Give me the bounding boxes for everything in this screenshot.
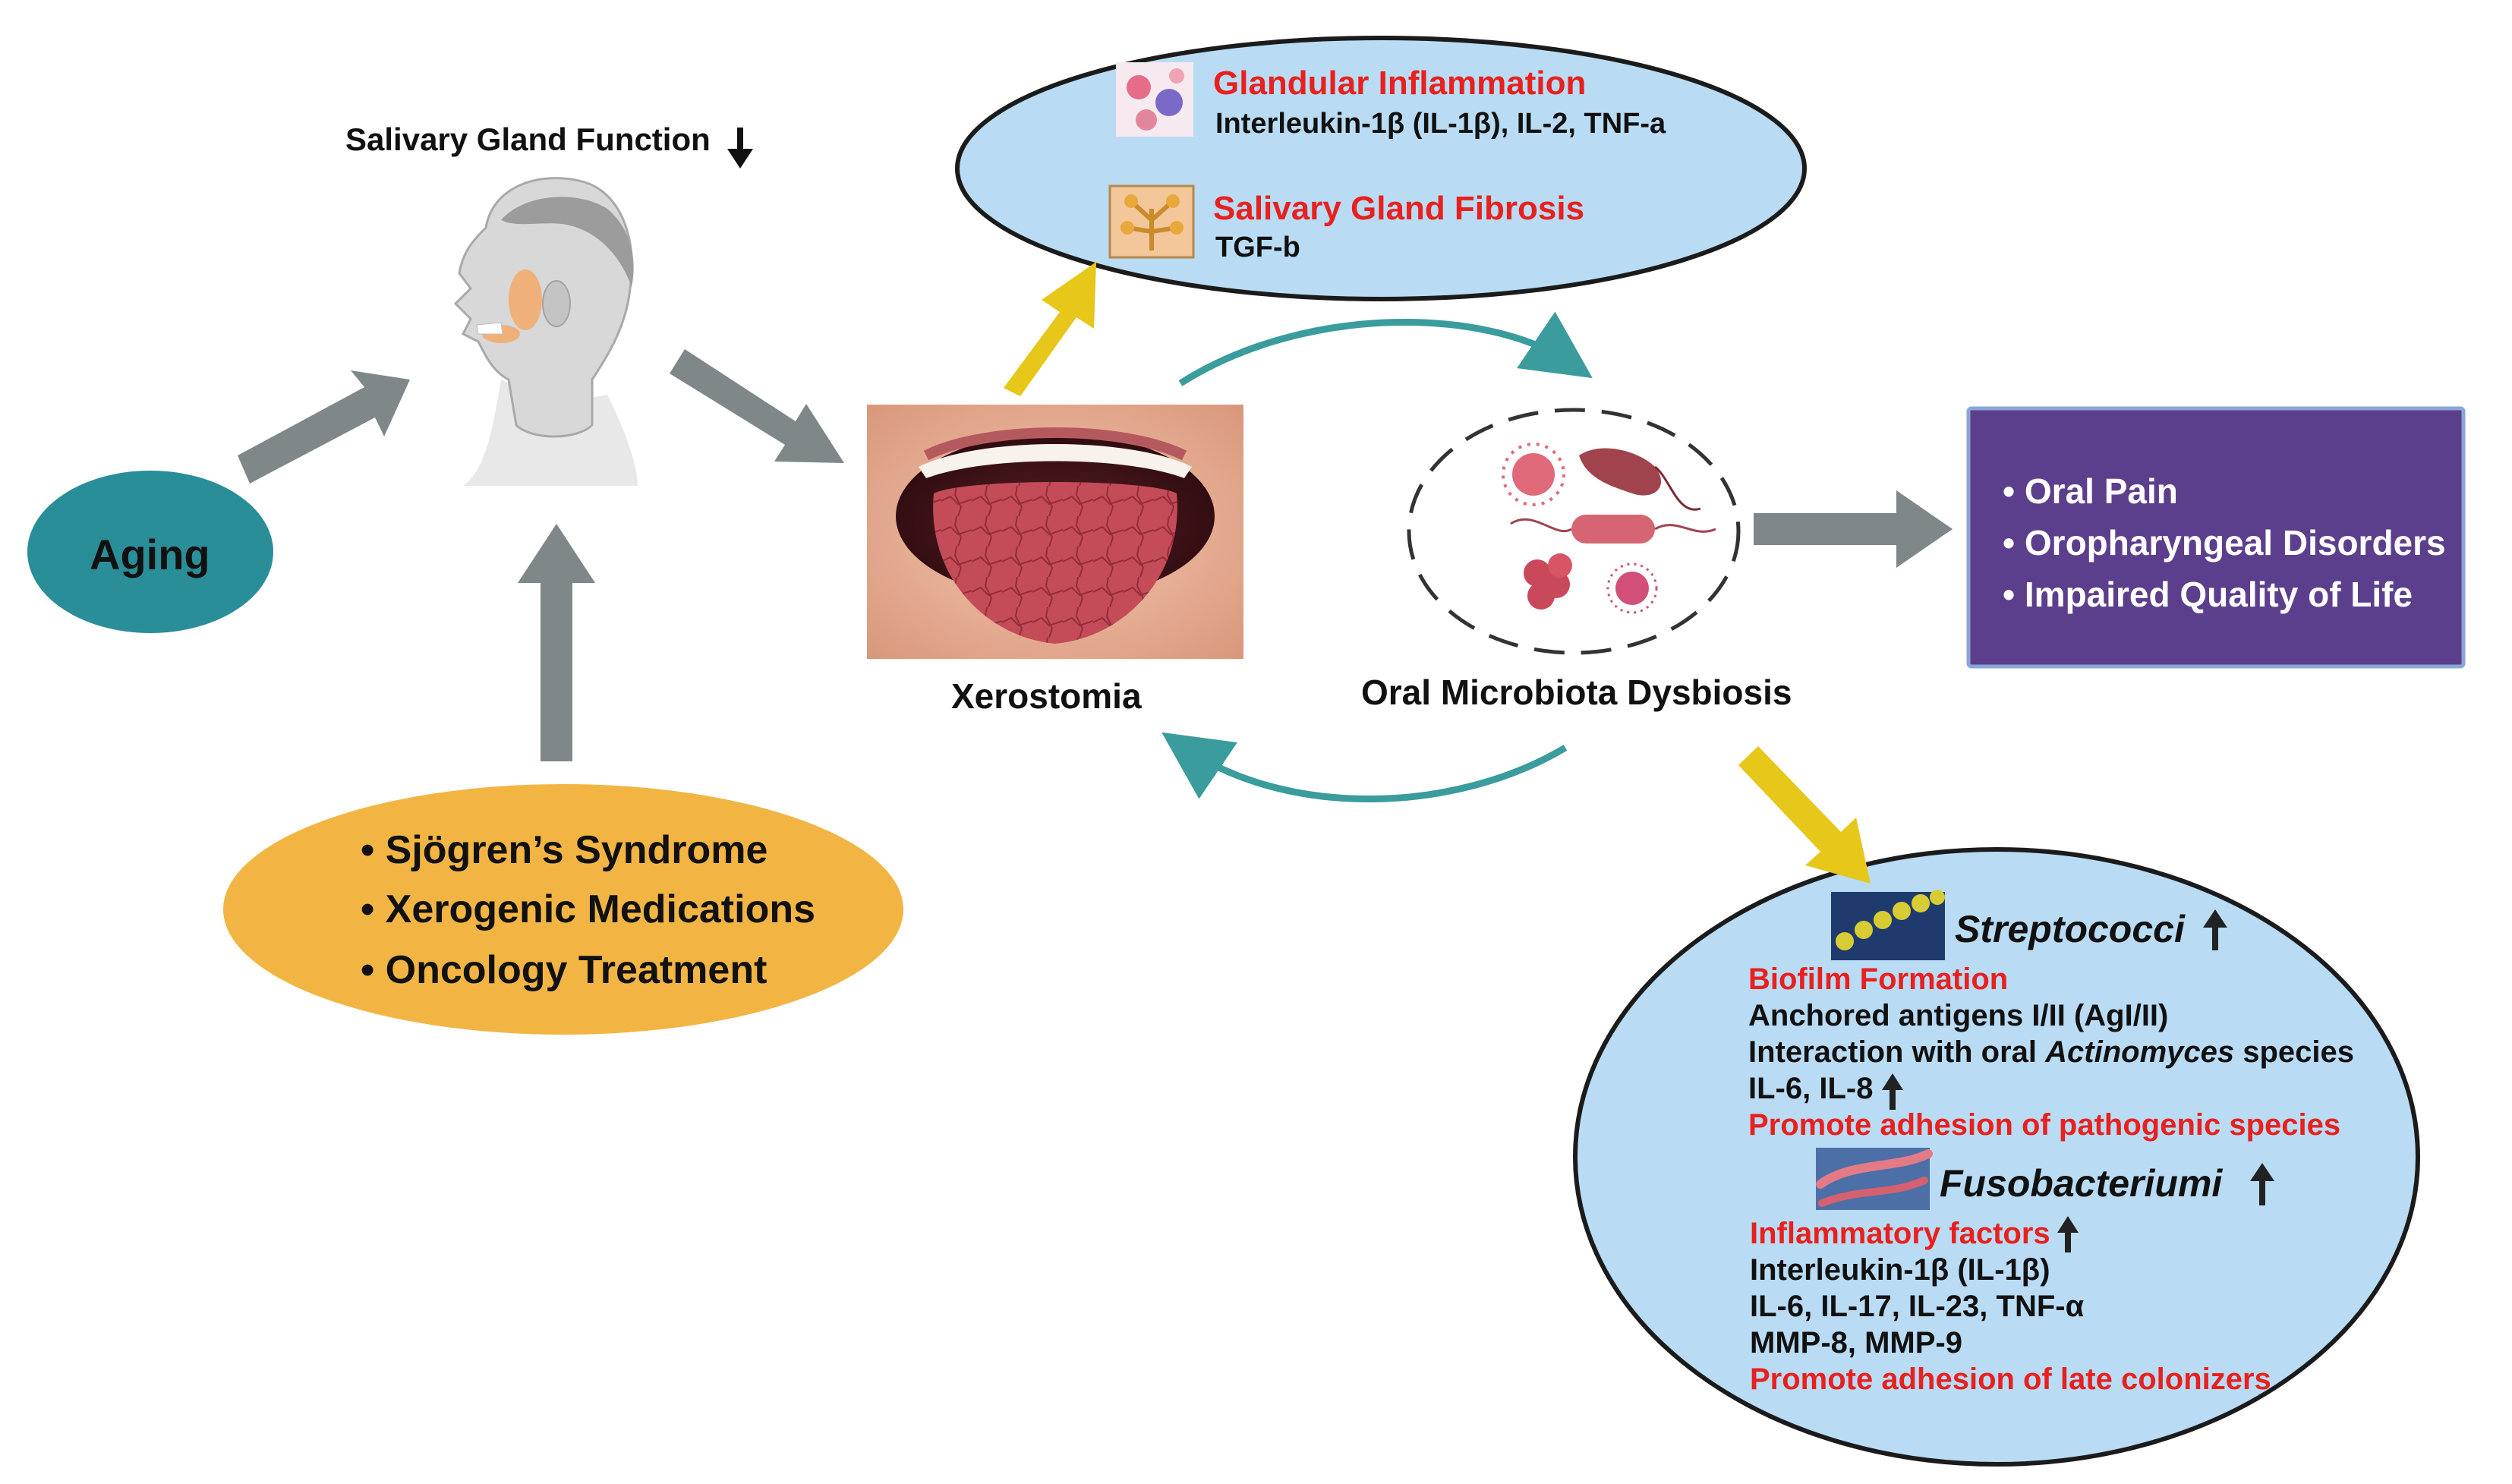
- cause-item: • Oncology Treatment: [361, 948, 767, 992]
- cause-text: Oncology Treatment: [385, 948, 767, 992]
- head-illustration: [453, 177, 638, 486]
- glandular-inflammation-detail: Interleukin-1β (IL-1β), IL-2, TNF-a: [1215, 108, 1666, 140]
- il6-il8-text: IL-6, IL-8: [1748, 1072, 1874, 1105]
- aging-label: Aging: [90, 531, 210, 578]
- late-colonizers-text: Promote adhesion of late colonizers: [1750, 1363, 2271, 1396]
- arrow-xerostomia-to-gland: [1004, 262, 1096, 396]
- outcome-box: [1966, 406, 2466, 669]
- oral-microbiota-dysbiosis-label: Oral Microbiota Dysbiosis: [1361, 673, 1792, 712]
- pathogenic-adhesion-text: Promote adhesion of pathogenic species: [1748, 1108, 2341, 1142]
- down-arrow-icon: [727, 128, 753, 169]
- arrow-xerostomia-to-dysbiosis: [1178, 311, 1593, 386]
- causes-ellipse: [223, 784, 903, 1035]
- salivary-gland-function-label: Salivary Gland Function: [345, 121, 711, 157]
- actinomyces-interaction-text: Interaction with oral Actinomyces specie…: [1748, 1035, 2354, 1070]
- outcome-text: Oropharyngeal Disorders: [2024, 523, 2446, 562]
- arrow-aging-to-head: [238, 370, 410, 484]
- bacteria-ellipse: [1573, 847, 2420, 1467]
- biofilm-formation-label: Biofilm Formation: [1748, 963, 2009, 996]
- inflammation-icon: [1116, 62, 1193, 137]
- aging-ellipse: [27, 471, 273, 633]
- cause-item: • Sjögren’s Syndrome: [361, 828, 768, 872]
- arrow-dysbiosis-to-outcomes: [1754, 490, 1953, 568]
- arrow-head-to-xerostomia: [670, 349, 844, 463]
- interaction-prefix: Interaction with oral: [1748, 1035, 2046, 1069]
- il1b-text: Interleukin-1β (IL-1β): [1750, 1253, 2050, 1287]
- outcome-text: Impaired Quality of Life: [2024, 575, 2413, 614]
- inflammatory-factors-label: Inflammatory factors: [1750, 1217, 2050, 1250]
- arrow-dysbiosis-to-xerostomia: [1161, 732, 1568, 802]
- microbiota-circle: [1407, 408, 1741, 655]
- salivary-gland-fibrosis-detail: TGF-b: [1215, 232, 1300, 263]
- cause-text: Sjögren’s Syndrome: [385, 828, 768, 872]
- cause-item: • Xerogenic Medications: [361, 887, 816, 931]
- il6-il17-il23-text: IL-6, IL-17, IL-23, TNF-α: [1750, 1290, 2085, 1323]
- up-arrow-icons: [1882, 909, 2274, 1252]
- fuso-up-arrow-icon: [2250, 1163, 2274, 1205]
- glandular-inflammation-title: Glandular Inflammation: [1213, 65, 1587, 102]
- actinomyces-name: Actinomyces: [2045, 1035, 2235, 1069]
- fibrosis-icon: [1108, 184, 1195, 259]
- mmp-text: MMP-8, MMP-9: [1750, 1326, 1962, 1360]
- anchored-antigens-text: Anchored antigens I/II (AgI/II): [1748, 999, 2169, 1032]
- arrow-dysbiosis-to-bacteria: [1738, 746, 1871, 884]
- xerostomia-label: Xerostomia: [951, 676, 1142, 716]
- xerostomia-photo: [867, 405, 1243, 659]
- streptococci-icon: [1831, 890, 1945, 960]
- cause-text: Xerogenic Medications: [385, 887, 816, 931]
- outcome-item: • Oral Pain: [2003, 471, 2178, 511]
- interaction-suffix: species: [2234, 1035, 2355, 1069]
- fusobacterium-icon: [1816, 1148, 1933, 1210]
- inflam-up-arrow-icon: [2057, 1216, 2079, 1252]
- salivary-gland-fibrosis-title: Salivary Gland Fibrosis: [1213, 190, 1585, 227]
- outcome-item: • Oropharyngeal Disorders: [2003, 523, 2446, 562]
- outcome-text: Oral Pain: [2024, 471, 2178, 511]
- streptococci-title: Streptococci: [1955, 908, 2185, 950]
- il-up-arrow-icon: [1882, 1073, 1903, 1110]
- fusobacterium-title: Fusobacteriumi: [1940, 1162, 2223, 1205]
- arrow-causes-to-head: [518, 524, 595, 761]
- strep-up-arrow-icon: [2203, 909, 2227, 950]
- outcome-item: • Impaired Quality of Life: [2003, 575, 2413, 614]
